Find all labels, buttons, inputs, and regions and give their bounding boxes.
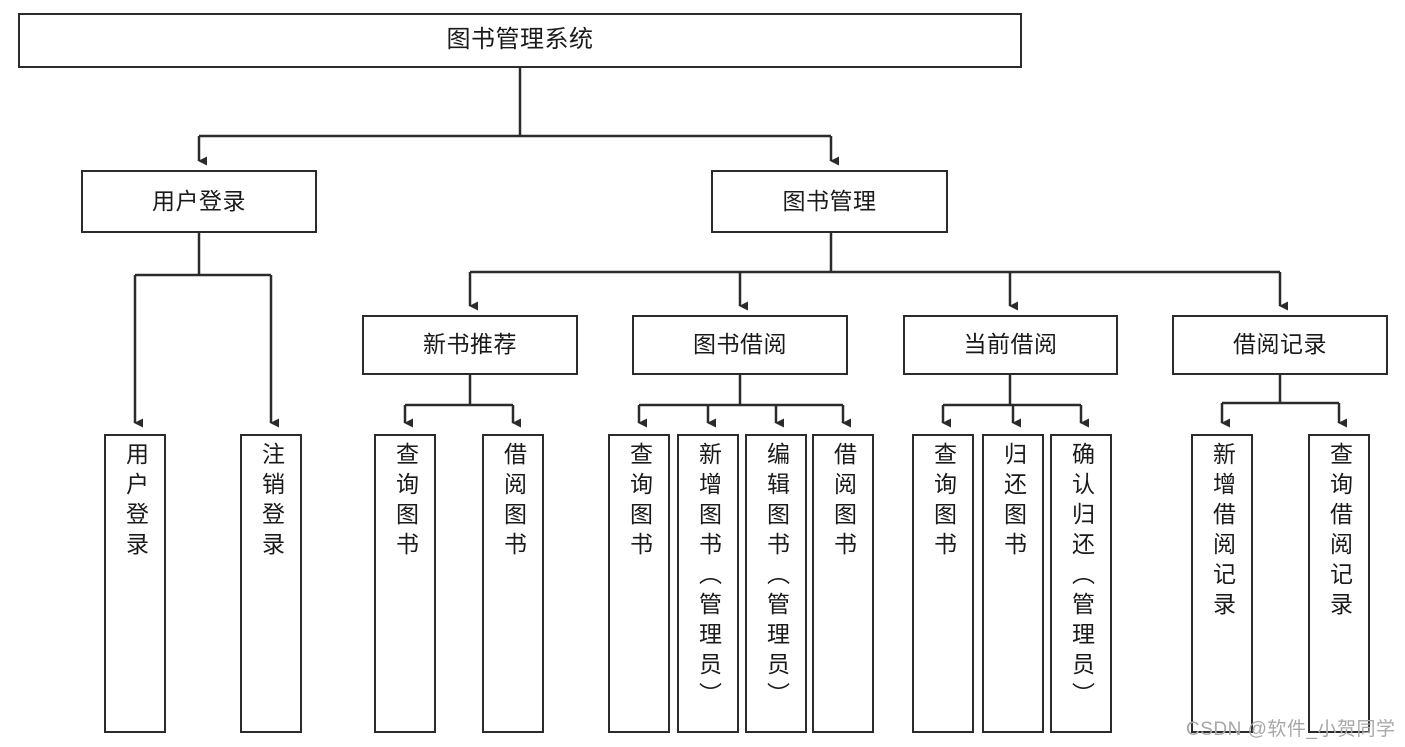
node-new-book-recommend-label: 新书推荐 xyxy=(423,331,517,358)
node-leaf-borrow-book-1-label: 借阅图书 xyxy=(500,442,527,562)
node-user-login[interactable]: 用户登录 xyxy=(81,170,317,233)
node-leaf-query-book-3[interactable]: 查询图书 xyxy=(912,434,974,733)
node-leaf-query-book-2-label: 查询图书 xyxy=(626,442,653,562)
node-leaf-borrow-book-2[interactable]: 借阅图书 xyxy=(812,434,874,733)
node-leaf-borrow-book-1[interactable]: 借阅图书 xyxy=(482,434,544,733)
node-leaf-query-book-1-label: 查询图书 xyxy=(392,442,419,562)
node-current-borrow-label: 当前借阅 xyxy=(963,331,1058,358)
node-leaf-user-login-label: 用户登录 xyxy=(122,442,149,562)
node-leaf-confirm-return[interactable]: 确认归还（管理员） xyxy=(1050,434,1112,733)
node-borrow-record-label: 借阅记录 xyxy=(1233,331,1327,358)
node-leaf-query-book-3-label: 查询图书 xyxy=(930,442,957,562)
node-book-borrow[interactable]: 图书借阅 xyxy=(632,315,848,375)
node-root[interactable]: 图书管理系统 xyxy=(18,13,1022,68)
node-book-management[interactable]: 图书管理 xyxy=(711,170,948,233)
node-leaf-borrow-book-2-label: 借阅图书 xyxy=(830,442,857,562)
node-leaf-edit-book[interactable]: 编辑图书（管理员） xyxy=(745,434,807,733)
node-user-login-label: 用户登录 xyxy=(152,187,246,214)
node-leaf-query-record[interactable]: 查询借阅记录 xyxy=(1308,434,1370,733)
node-new-book-recommend[interactable]: 新书推荐 xyxy=(362,315,578,375)
node-leaf-return-book-label: 归还图书 xyxy=(1000,442,1027,562)
node-borrow-record[interactable]: 借阅记录 xyxy=(1172,315,1388,375)
node-leaf-logout-login-label: 注销登录 xyxy=(258,442,285,562)
node-book-management-label: 图书管理 xyxy=(782,187,877,214)
node-leaf-query-record-label: 查询借阅记录 xyxy=(1326,442,1353,622)
node-root-label: 图书管理系统 xyxy=(446,26,594,54)
node-leaf-query-book-1[interactable]: 查询图书 xyxy=(374,434,436,733)
node-leaf-edit-book-label: 编辑图书（管理员） xyxy=(763,442,790,712)
node-current-borrow[interactable]: 当前借阅 xyxy=(903,315,1118,375)
node-leaf-add-record-label: 新增借阅记录 xyxy=(1209,442,1236,622)
node-leaf-return-book[interactable]: 归还图书 xyxy=(982,434,1044,733)
node-book-borrow-label: 图书借阅 xyxy=(693,331,787,358)
node-leaf-add-book-label: 新增图书（管理员） xyxy=(695,442,722,712)
node-leaf-query-book-2[interactable]: 查询图书 xyxy=(608,434,670,733)
node-leaf-user-login[interactable]: 用户登录 xyxy=(104,434,166,733)
node-leaf-confirm-return-label: 确认归还（管理员） xyxy=(1068,442,1095,712)
node-leaf-add-book[interactable]: 新增图书（管理员） xyxy=(677,434,739,733)
node-leaf-add-record[interactable]: 新增借阅记录 xyxy=(1191,434,1253,733)
node-leaf-logout-login[interactable]: 注销登录 xyxy=(240,434,302,733)
watermark-text: CSDN @软件_小贺同学 xyxy=(1186,719,1396,740)
